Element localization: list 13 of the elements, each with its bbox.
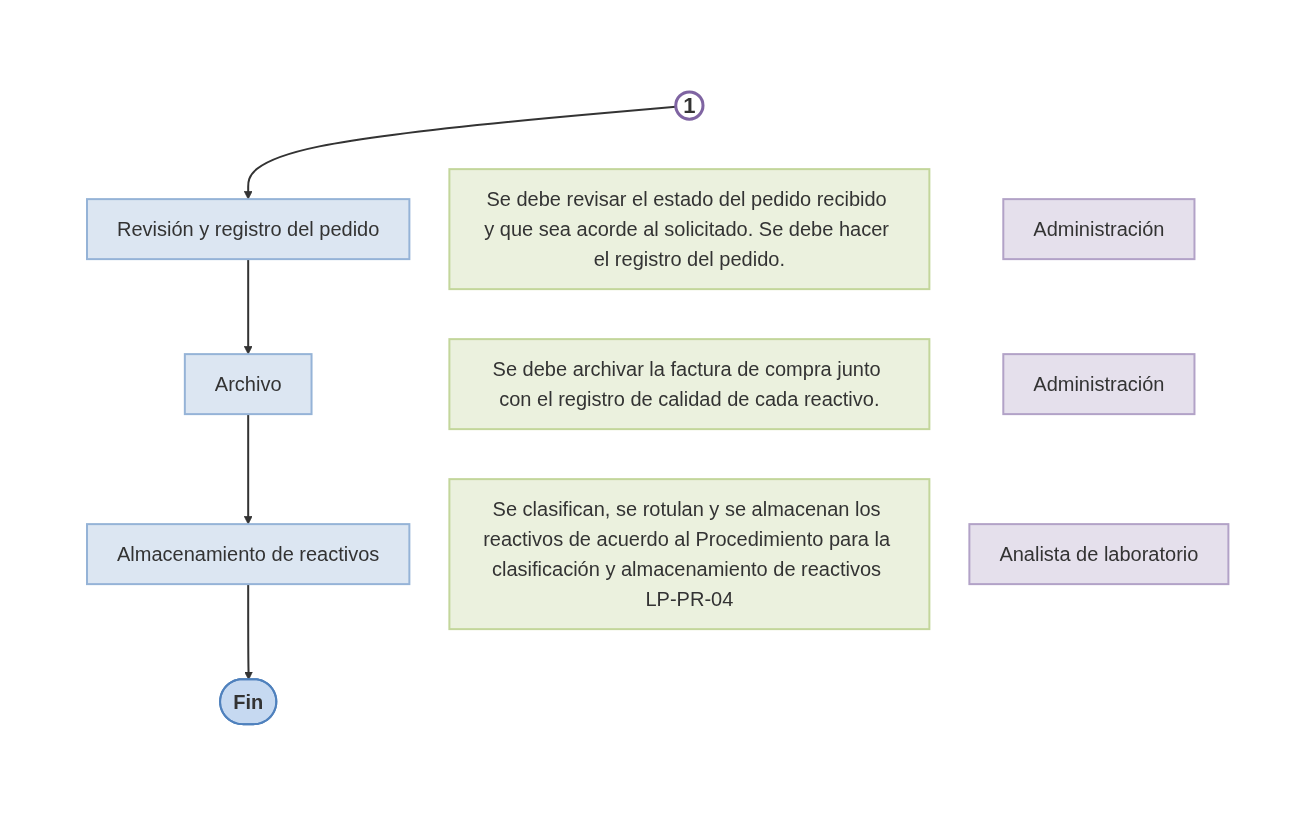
node-box: Almacenamiento de reactivos <box>85 523 411 586</box>
node-box: Analista de laboratorio <box>968 523 1230 586</box>
node-box: Se clasifican, se rotulan y se almacenan los reactivos de acuerdo al Procedimiento para la clasificación y almacenamiento de reactivos LP-PR-04 <box>448 478 931 631</box>
arrow <box>243 583 253 681</box>
node-box: Archivo <box>183 353 313 416</box>
node-box: Revisión y registro del pedido <box>85 198 411 261</box>
node-box: Administración <box>1002 198 1196 261</box>
arrow <box>243 413 253 525</box>
node-circle: 1 <box>674 90 705 122</box>
node-box: Administración <box>1002 353 1196 416</box>
node-box: Se debe revisar el estado del pedido recibido y que sea acorde al solicitado. Se debe hacer el registro del pedido. <box>448 168 931 291</box>
node-box: Se debe archivar la factura de compra junto con el registro de calidad de cada reactivo. <box>448 338 931 431</box>
arrow <box>243 258 253 355</box>
